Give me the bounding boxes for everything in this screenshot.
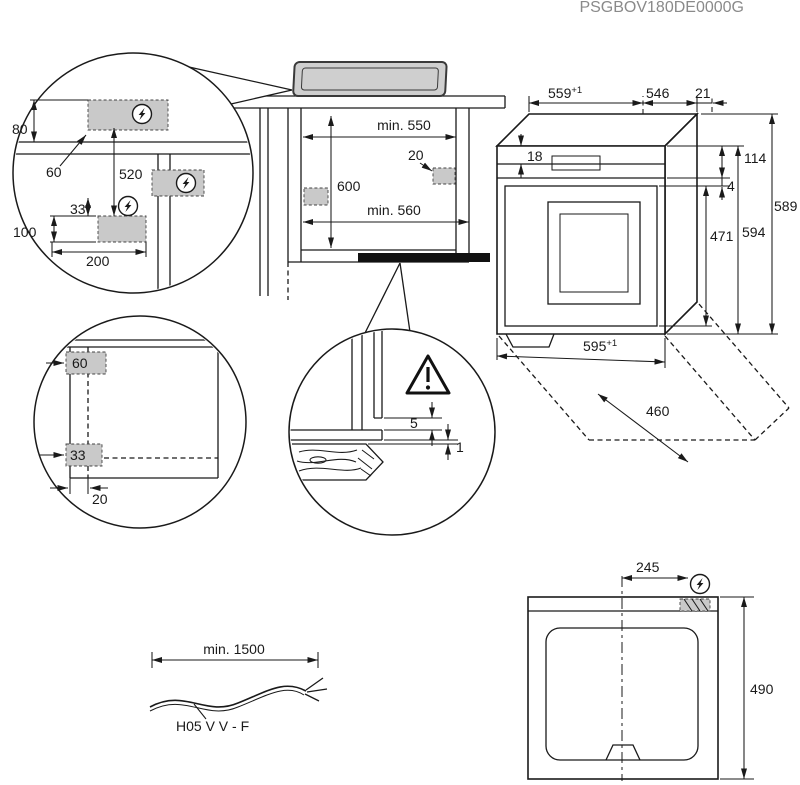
dim-490: 490	[750, 681, 774, 697]
electrical-symbol-icon	[131, 103, 153, 125]
dim-559: 559+1	[548, 85, 582, 101]
dim-80: 80	[12, 121, 28, 137]
dim-corner-60: 60	[72, 355, 88, 371]
corner-zone-top	[65, 351, 107, 375]
mains-connection-box	[679, 598, 711, 612]
oven-door	[504, 185, 658, 327]
socket-zone-low	[97, 215, 147, 243]
dim-4: 4	[727, 178, 735, 194]
electrical-detail-dimensions: 80 60 520 33 100 200	[12, 99, 147, 269]
oven-foot	[505, 333, 555, 348]
cable-zone-right	[432, 167, 456, 185]
dim-200: 200	[86, 253, 110, 269]
corner-zone-bottom	[65, 443, 103, 467]
door-window	[547, 201, 641, 305]
corner-dim-20: 20	[50, 478, 108, 507]
cavity-fan-housing	[605, 744, 641, 761]
oven-top-view: 245 490	[527, 559, 774, 781]
dim-niche-20: 20	[408, 147, 424, 163]
part-number-label: PSGBOV180DE0000G	[579, 0, 744, 16]
oven-bottom-dimensions: 595+1 460	[496, 338, 689, 463]
electrical-connection-detail: 80 60 520 33 100 200	[12, 52, 254, 294]
niche-dimensions: 600 min. 550 20 min. 560	[303, 116, 469, 248]
dim-gap-1: 1	[456, 439, 464, 455]
dim-niche-height: 600	[337, 178, 361, 194]
corner-zones-detail: 60 33 20	[33, 315, 247, 529]
oven-top-dimensions: 559+1 546 21	[528, 85, 727, 114]
dim-33: 33	[70, 201, 86, 217]
dim-18: 18	[527, 148, 543, 164]
dim-546: 546	[646, 85, 670, 101]
dim-60: 60	[46, 164, 62, 180]
dim-corner-33: 33	[70, 447, 86, 463]
cable-end-fray	[304, 677, 328, 702]
niche-structure	[287, 108, 490, 300]
oven-body	[495, 112, 699, 348]
cable-type-label: H05 V V - F	[176, 718, 249, 734]
oven-front-dimensions: 18	[518, 134, 543, 178]
power-cable-figure: min. 1500 H05 V V - F	[149, 641, 328, 734]
electrical-symbol-icon	[175, 172, 197, 194]
dim-595: 595+1	[583, 338, 617, 354]
gap-dimensions: 5 1	[368, 402, 464, 460]
dim-niche-width: min. 550	[377, 117, 431, 133]
oven-perspective-view: 559+1 546 21 18 114 4 471	[495, 85, 798, 463]
dim-niche-depth: min. 560	[367, 202, 421, 218]
dim-594: 594	[742, 224, 766, 240]
dim-100: 100	[13, 224, 37, 240]
control-display	[551, 155, 601, 171]
kitchen-scene: 600 min. 550 20 min. 560	[200, 61, 506, 300]
mounting-gap-detail: 5 1	[288, 328, 496, 536]
dim-114: 114	[744, 150, 767, 166]
dim-245: 245	[636, 559, 660, 575]
electrical-symbol-icon	[117, 195, 139, 217]
dim-460: 460	[646, 403, 670, 419]
plinth-highlight-bar	[358, 253, 490, 262]
worktop-wood-section	[292, 443, 384, 481]
gap-structure	[290, 330, 384, 481]
callout-wedge-gap	[364, 262, 411, 334]
callout-wedge-electrical	[188, 66, 293, 105]
cable-curve	[149, 685, 307, 708]
top-view-dimensions: 245 490	[622, 559, 774, 780]
electrical-symbol-icon	[689, 573, 711, 595]
dim-520: 520	[119, 166, 143, 182]
socket-zone-above-worktop	[87, 99, 169, 131]
cooktop	[292, 61, 448, 97]
oven-right-dimensions: 114 4 471 594 589	[659, 113, 798, 335]
dim-corner-20: 20	[92, 491, 108, 507]
dim-cable-length: min. 1500	[203, 641, 265, 657]
dim-589: 589	[774, 198, 798, 214]
dim-gap-5: 5	[410, 415, 418, 431]
cable-zone-left	[303, 187, 329, 206]
dim-471: 471	[710, 228, 734, 244]
dim-21: 21	[695, 85, 711, 101]
